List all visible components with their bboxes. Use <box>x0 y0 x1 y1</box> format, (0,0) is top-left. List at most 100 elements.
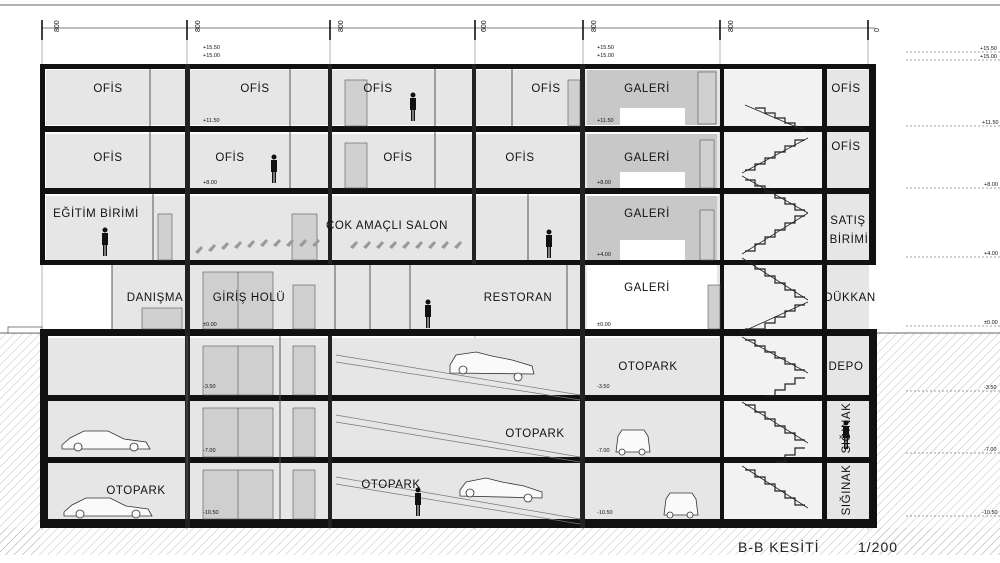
stair-shaft <box>724 70 822 525</box>
room-label-restoran: RESTORAN <box>484 292 553 304</box>
level-marker: -10.50 <box>982 510 998 516</box>
person-icon <box>415 487 421 516</box>
car-icon <box>449 351 535 382</box>
room-label-siginak: SIĞINAK <box>840 403 853 454</box>
level-marker: -3.50 <box>984 385 997 391</box>
level-marker: +4.00 <box>597 252 611 258</box>
drawing-title: B-B KESİTİ <box>738 538 820 555</box>
level-marker: ±0.00 <box>984 320 998 326</box>
person-icon <box>102 227 108 256</box>
room-label-danisma: DANIŞMA <box>127 292 184 304</box>
room-label-cok-amacli-salon: ÇOK AMAÇLI SALON <box>326 220 448 232</box>
level-marker: -3.50 <box>597 384 610 390</box>
columns <box>185 64 585 528</box>
level-marker: +15.00 <box>980 54 997 60</box>
room-label-birimi: BİRİMİ <box>830 233 869 246</box>
room-label-ofis: OFİS <box>240 82 269 95</box>
room-label-galeri: GALERİ <box>624 82 670 95</box>
level-marker: +15.00 <box>597 53 614 59</box>
entrance-void <box>46 265 112 329</box>
room-label-satis: SATIŞ <box>830 215 865 227</box>
level-marker: -7.00 <box>597 448 610 454</box>
room-label-galeri: GALERİ <box>624 281 670 294</box>
room-label-ofis: OFİS <box>831 140 860 153</box>
level-markers-interior: +15.50 +15.00 +15.50 +15.00 +11.50 +11.5… <box>203 45 614 516</box>
level-marker: -7.00 <box>984 447 997 453</box>
cars <box>61 351 699 519</box>
room-fills <box>46 70 869 525</box>
person-icon <box>843 420 849 449</box>
person-icon <box>425 299 431 328</box>
room-label-ofis: OFİS <box>531 82 560 95</box>
auditorium-seats <box>195 239 462 254</box>
level-marker: +15.50 <box>203 45 220 51</box>
room-label-otopark: OTOPARK <box>106 485 165 497</box>
level-marker: +8.00 <box>984 182 998 188</box>
room-label-galeri: GALERİ <box>624 207 670 220</box>
floor-slabs <box>40 64 876 528</box>
person-icon <box>546 229 552 258</box>
room-labels: OFİS OFİS OFİS OFİS GALERİ OFİS OFİS OFİ… <box>53 82 876 516</box>
stair-stringers <box>741 104 809 509</box>
level-marker: +15.00 <box>203 53 220 59</box>
dimension-line: 800 800 800 600 800 800 0 <box>41 20 881 40</box>
car-icon <box>615 429 651 456</box>
level-marker: ±0.00 <box>597 322 611 328</box>
room-label-ofis: OFİS <box>93 151 122 164</box>
room-label-otopark: OTOPARK <box>505 428 564 440</box>
level-marker: +11.50 <box>982 120 999 126</box>
partitions <box>111 69 568 519</box>
room-label-ofis: OFİS <box>363 82 392 95</box>
gallery-openings <box>620 108 685 260</box>
doors <box>141 71 721 330</box>
gallery-void <box>587 265 717 329</box>
room-label-dukkan: DÜKKAN <box>824 292 876 304</box>
room-label-galeri: GALERİ <box>624 151 670 164</box>
person-icon <box>410 92 416 121</box>
dimension-label: 800 <box>728 20 735 32</box>
dimension-label: 800 <box>338 20 345 32</box>
dimension-label: 600 <box>481 20 488 32</box>
room-label-siginak: SIĞINAK <box>840 465 853 516</box>
room-label-giris-holu: GİRİŞ HOLÜ <box>213 291 285 304</box>
parking-ramps <box>335 354 581 525</box>
car-icon <box>663 492 699 519</box>
dimension-label: 800 <box>591 20 598 32</box>
drawing-scale: 1/200 <box>858 539 898 555</box>
level-marker: -10.50 <box>597 510 613 516</box>
car-icon <box>459 477 543 503</box>
level-marker: -3.50 <box>203 384 216 390</box>
ground-earth <box>0 326 1000 555</box>
room-label-ofis: OFİS <box>831 82 860 95</box>
level-marker: ±0.00 <box>203 322 217 328</box>
gallery-shade <box>587 70 717 260</box>
car-icon <box>63 497 153 519</box>
car-icon <box>61 430 151 452</box>
level-marker: +15.50 <box>597 45 614 51</box>
room-label-otopark: OTOPARK <box>618 361 677 373</box>
level-marker: +11.50 <box>203 118 220 124</box>
room-label-ofis: OFİS <box>215 151 244 164</box>
dimension-label: 0 <box>874 28 881 32</box>
level-marker: +11.50 <box>597 118 614 124</box>
room-label-depo: DEPO <box>829 361 864 373</box>
level-marker: -7.00 <box>203 448 216 454</box>
dimension-label: 800 <box>54 20 61 32</box>
room-label-ofis: OFİS <box>383 151 412 164</box>
level-markers-exterior: +15.50 +15.00 +11.50 +8.00 +4.00 ±0.00 -… <box>906 46 1000 517</box>
level-marker: +4.00 <box>984 251 998 257</box>
room-label-otopark: OTOPARK <box>361 479 420 491</box>
people <box>102 92 849 516</box>
person-icon <box>271 154 277 183</box>
walls <box>40 64 877 528</box>
level-marker: +8.00 <box>597 180 611 186</box>
level-marker: -10.50 <box>203 510 219 516</box>
room-label-ofis: OFİS <box>93 82 122 95</box>
dimension-label: 800 <box>195 20 202 32</box>
level-marker: +15.50 <box>980 46 997 52</box>
room-label-ofis: OFİS <box>505 151 534 164</box>
level-marker: +8.00 <box>203 180 217 186</box>
room-label-egitim-birimi: EĞİTİM BİRİMİ <box>53 207 139 220</box>
